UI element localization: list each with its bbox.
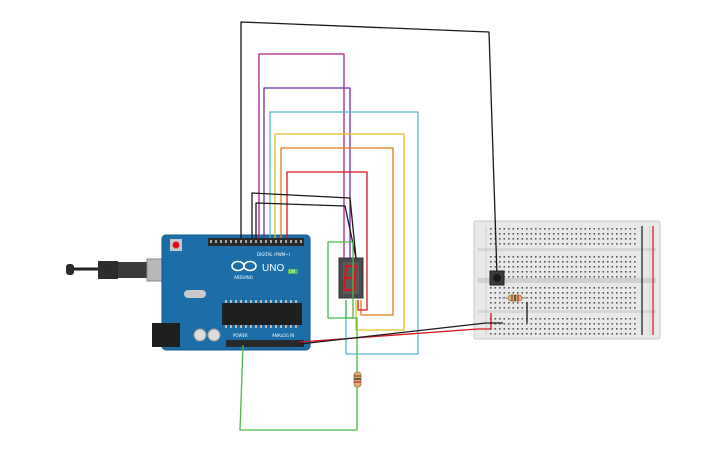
arduino-logo-icon: [231, 260, 257, 272]
capacitor-1: [193, 328, 207, 342]
display-segments: [343, 265, 357, 291]
brand-label: ARDUINO: [234, 275, 253, 280]
chip-legs: [225, 300, 297, 328]
usb-plug-grip: [118, 262, 148, 278]
wire-red-segment[interactable]: [286, 171, 368, 311]
capacitor-2: [207, 328, 221, 342]
breadboard-center-channel: [478, 278, 656, 283]
digital-label: DIGITAL (PWM~): [257, 252, 291, 257]
usb-cable-end: [66, 264, 74, 275]
arduino-uno[interactable]: DIGITAL (PWM~) UNO ARDUINO ON POWER ANAL…: [66, 234, 311, 351]
atmega-chip: [222, 303, 302, 325]
digital-pins: [210, 240, 302, 243]
wires: [239, 21, 528, 431]
seven-segment-display[interactable]: [338, 257, 364, 299]
wire-black-ground[interactable]: [299, 322, 503, 345]
wire-red-power[interactable]: [299, 313, 492, 343]
breadboard[interactable]: [473, 220, 661, 340]
wire-purple[interactable]: [263, 87, 351, 258]
on-label: ON: [289, 269, 295, 274]
wire-black-display-1[interactable]: [251, 192, 357, 259]
pushbutton-cap: [493, 274, 501, 282]
wire-green-resistor-display[interactable]: [345, 300, 358, 372]
reset-button-cap: [172, 241, 180, 249]
pushbutton[interactable]: [489, 270, 505, 286]
wire-magenta[interactable]: [258, 53, 345, 258]
power-label: POWER: [233, 333, 248, 338]
power-jack: [152, 323, 180, 347]
model-label: UNO: [262, 263, 284, 274]
wire-green-bottom[interactable]: [239, 344, 358, 431]
analog-label: ANALOG IN: [272, 333, 294, 338]
wire-cyan[interactable]: [269, 111, 419, 355]
power-analog-header: [226, 340, 304, 347]
usb-plug-body: [98, 261, 118, 279]
resistor-display[interactable]: [353, 371, 362, 388]
wire-yellow[interactable]: [274, 133, 405, 331]
on-led: [288, 269, 298, 274]
resistor-button[interactable]: [502, 294, 527, 302]
wire-black-button[interactable]: [240, 21, 498, 276]
wire-orange[interactable]: [280, 147, 394, 316]
crystal: [184, 290, 206, 298]
wire-black-display-2[interactable]: [255, 202, 357, 259]
